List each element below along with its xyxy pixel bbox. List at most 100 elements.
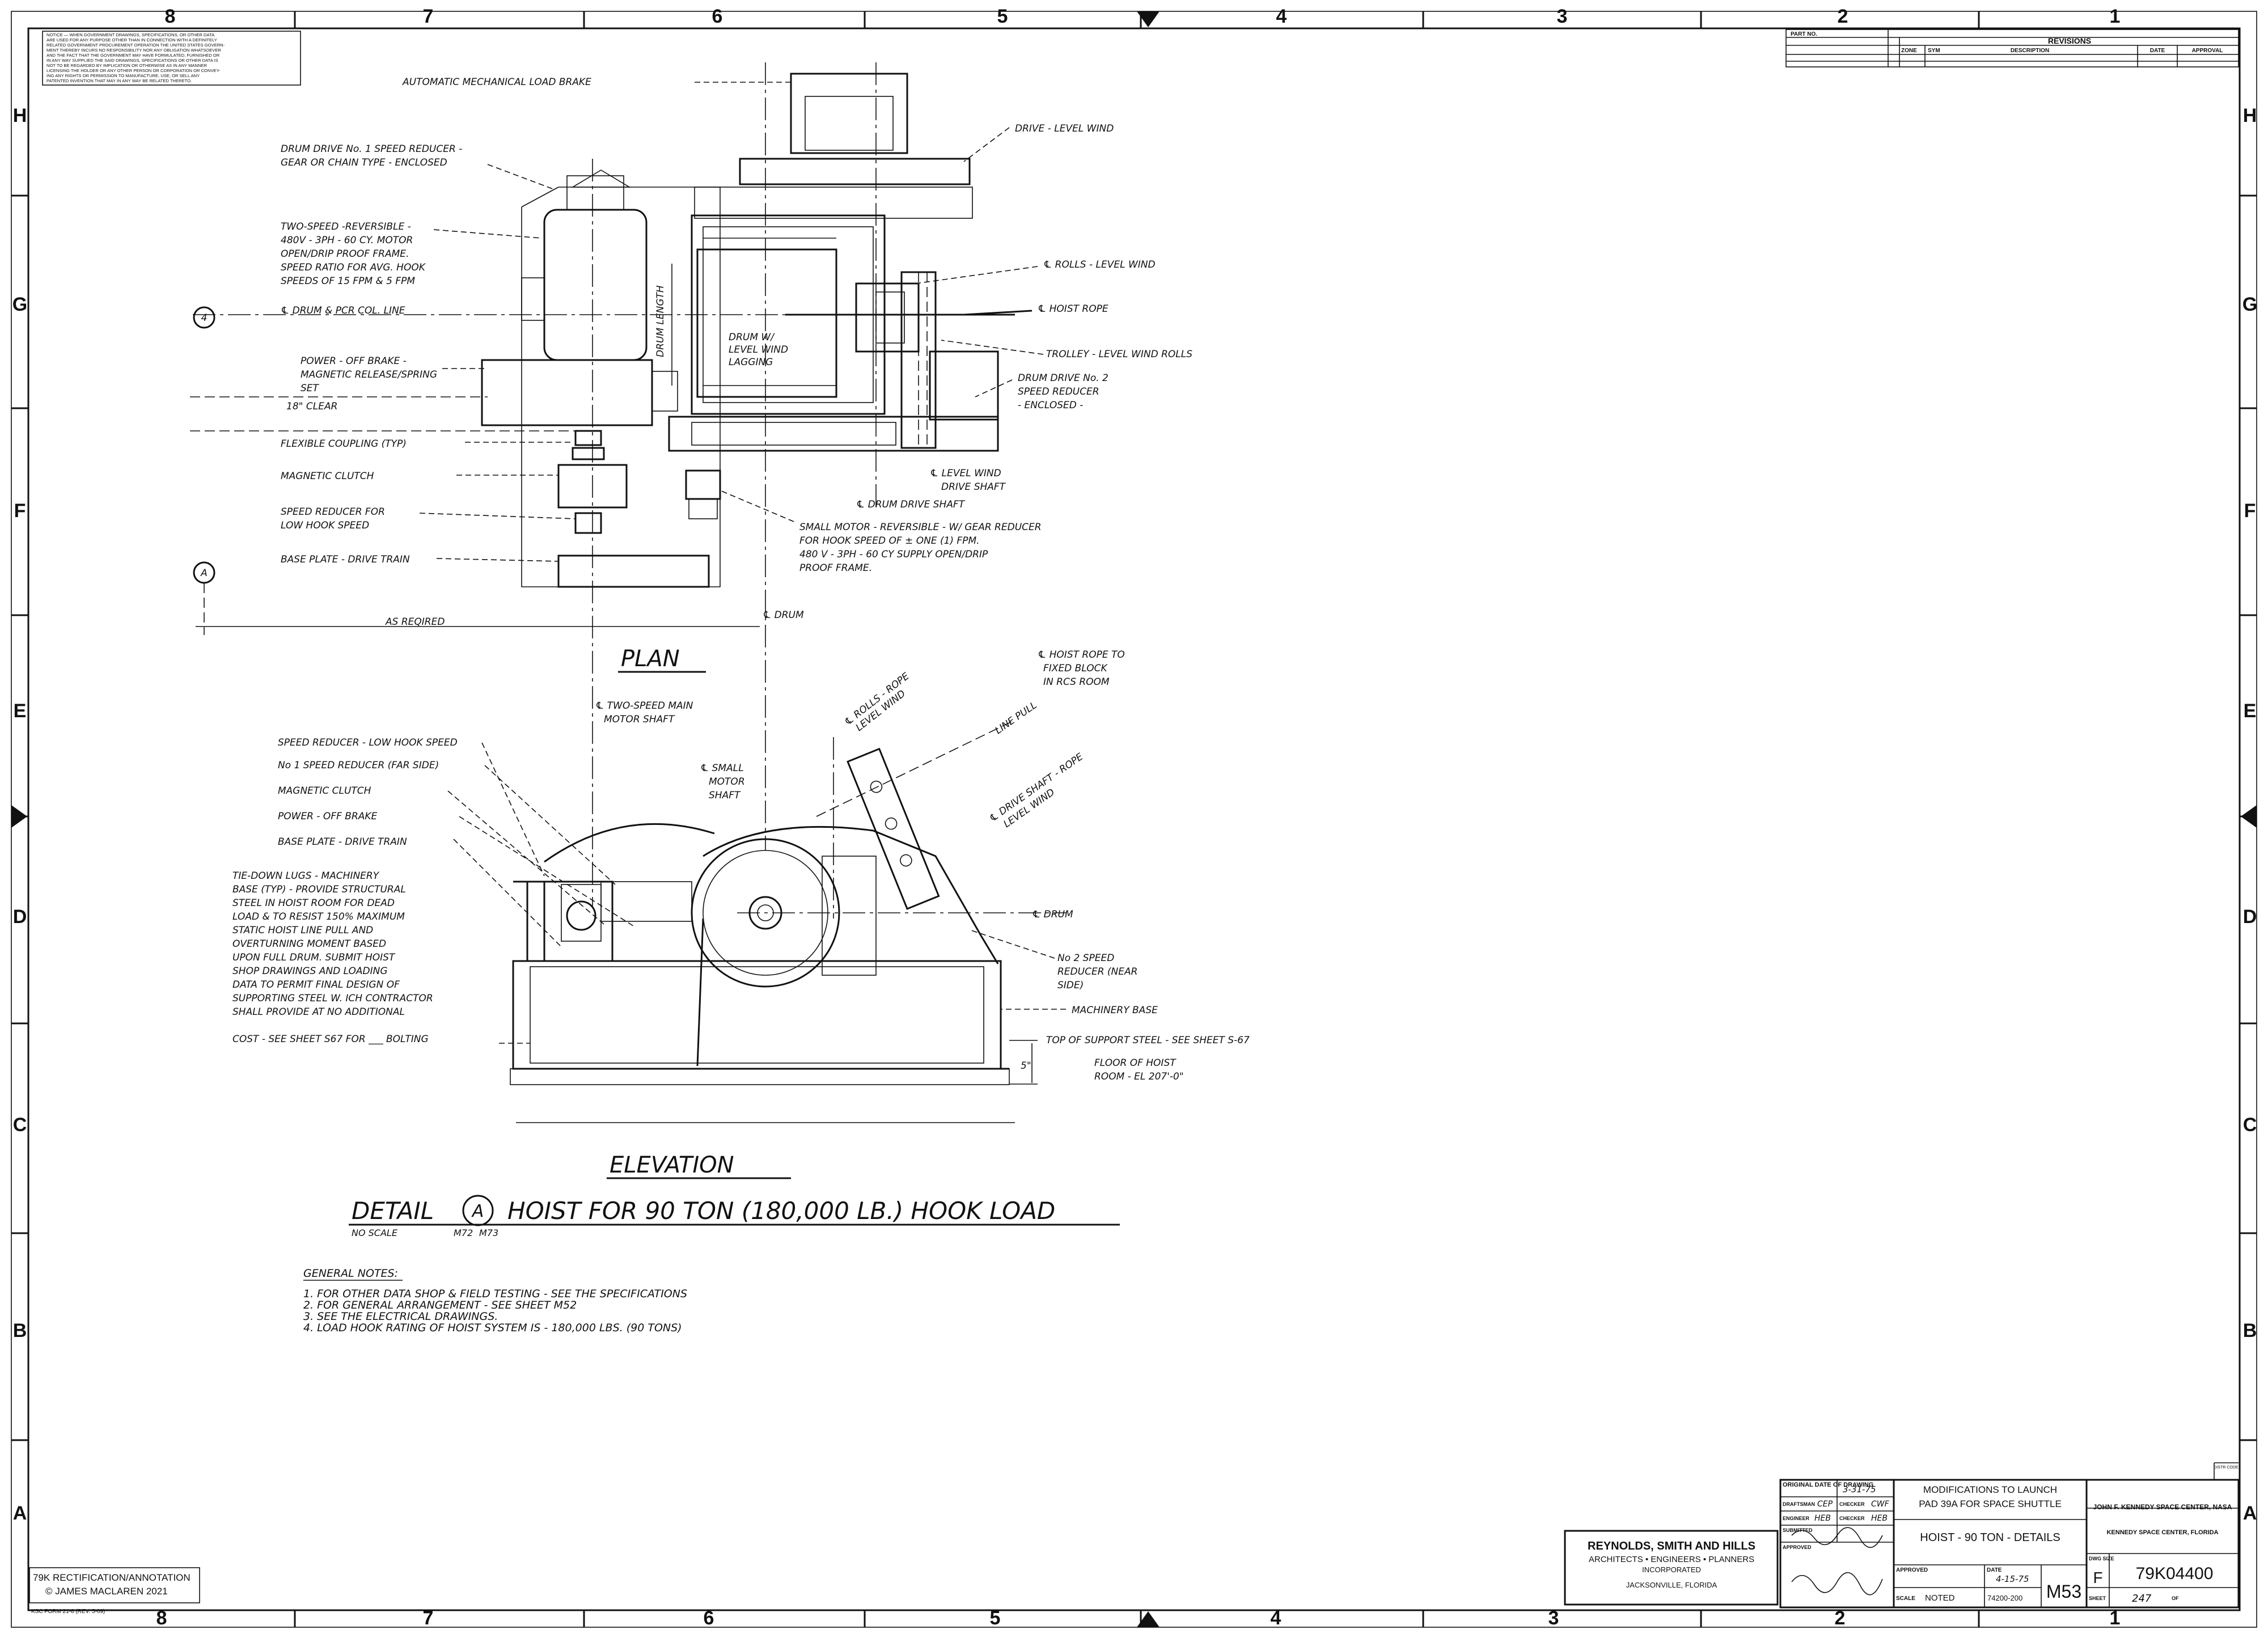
col-label-bottom: 8: [156, 1607, 167, 1629]
detail-ref: M72: [454, 1228, 473, 1238]
callout-hoist-rope-fixed: ℄ HOIST ROPE TO: [1038, 649, 1125, 661]
notice-line: NOT TO BE REGARDED BY IMPLICATION OR OTH…: [46, 63, 208, 68]
firm-line: JACKSONVILLE, FLORIDA: [1626, 1581, 1717, 1589]
col-label-bottom: 1: [2110, 1607, 2121, 1629]
col-label-top: 5: [997, 6, 1008, 27]
checker: CWF: [1871, 1500, 1890, 1509]
callout-flexible-coupling: FLEXIBLE COUPLING (TYP): [281, 438, 407, 450]
revisions-header: SYM: [1928, 48, 1940, 54]
date-label: DATE: [1987, 1567, 2002, 1573]
checker-label: CHECKER: [1839, 1516, 1865, 1521]
row-label-left: A: [13, 1502, 27, 1524]
callout-floor-hoist-room: FLOOR OF HOIST: [1094, 1057, 1177, 1069]
elevation-callouts: ℄ TWO-SPEED MAIN MOTOR SHAFT ℄ SMALL MOT…: [232, 649, 1250, 1082]
left-center-arrow: [11, 805, 27, 828]
annotation-line: 79K RECTIFICATION/ANNOTATION: [33, 1572, 191, 1583]
callout-drum-lagging: LEVEL WIND: [729, 344, 788, 355]
tie-down-note: UPON FULL DRUM. SUBMIT HOIST: [232, 952, 396, 963]
row-label-right: G: [2242, 294, 2257, 315]
project-line: MODIFICATIONS TO LAUNCH: [1923, 1484, 2057, 1495]
job-number: 74200-200: [1987, 1594, 2022, 1602]
drawing-number: 79K04400: [2136, 1564, 2214, 1583]
plan-view-drawing: [190, 62, 1033, 907]
government-notice-box: NOTICE — WHEN GOVERNMENT DRAWINGS, SPECI…: [42, 31, 301, 86]
draftsman: CEP: [1817, 1500, 1833, 1509]
callout-magnetic-clutch: MAGNETIC CLUTCH: [281, 471, 374, 482]
col-label-top: 8: [165, 6, 176, 27]
notice-line: ARE USED FOR ANY PURPOSE OTHER THAN IN C…: [46, 37, 217, 43]
distr-code-label: DISTR CODE: [2214, 1466, 2239, 1470]
col-label-bottom: 3: [1548, 1607, 1559, 1629]
drawing-border: [11, 11, 2257, 1628]
original-date-label: ORIGINAL DATE OF DRAWING: [1783, 1482, 1873, 1488]
detail-title: DETAIL A HOIST FOR 90 TON (180,000 LB.) …: [349, 1195, 1120, 1238]
col-label-top: 6: [712, 6, 723, 27]
callout-drum-drive-shaft: ℄ DRUM DRIVE SHAFT: [856, 499, 966, 510]
callout-no2-reducer: REDUCER (NEAR: [1057, 966, 1137, 977]
elevation-title: ELEVATION: [610, 1152, 734, 1178]
scale-label: SCALE: [1896, 1595, 1915, 1602]
grid-bubble: [193, 306, 215, 329]
general-notes: GENERAL NOTES: 1. FOR OTHER DATA SHOP & …: [303, 1267, 687, 1334]
callout-main-motor-shaft: MOTOR SHAFT: [604, 714, 675, 725]
callout-drum-length: DRUM LENGTH: [655, 285, 666, 357]
callout-small-motor-shaft: ℄ SMALL: [700, 763, 744, 774]
col-label-bottom: 4: [1271, 1607, 1281, 1629]
checker-label: CHECKER: [1839, 1501, 1865, 1507]
signature: [1791, 1572, 1883, 1595]
revisions-title: REVISIONS: [2048, 36, 2091, 45]
row-label-left: B: [13, 1320, 27, 1341]
tie-down-note: SHOP DRAWINGS AND LOADING: [232, 966, 388, 977]
callout-power-off-brake: POWER - OFF BRAKE -: [301, 355, 407, 367]
callout-no1-reducer: No 1 SPEED REDUCER (FAR SIDE): [278, 760, 439, 771]
callout-small-motor-shaft: MOTOR: [709, 776, 745, 788]
revisions-header: APPROVAL: [2192, 48, 2223, 54]
project-line: PAD 39A FOR SPACE SHUTTLE: [1919, 1499, 2062, 1509]
callout-clear: 18" CLEAR: [286, 401, 337, 412]
notice-line: LICENSING THE HOLDER OR ANY OTHER PERSON…: [46, 68, 221, 73]
notice-line: PATENTED INVENTION THAT MAY IN ANY WAY B…: [46, 78, 192, 83]
callout-hoist-rope: ℄ HOIST ROPE: [1038, 303, 1108, 315]
tie-down-note: DATA TO PERMIT FINAL DESIGN OF: [232, 979, 400, 991]
revisions-header: DATE: [2150, 48, 2165, 54]
approved-label: APPROVED: [1783, 1544, 1812, 1550]
scale-value: NOTED: [1925, 1593, 1955, 1603]
callout-machinery-base: MACHINERY BASE: [1072, 1005, 1158, 1016]
detail-scale: NO SCALE: [352, 1228, 398, 1238]
notice-line: MENT THEREBY INCURS NO RESPONSIBILITY NO…: [46, 48, 221, 53]
callout-level-wind-shaft: DRIVE SHAFT: [941, 481, 1006, 493]
dwg-size-label: DWG SIZE: [2089, 1556, 2114, 1561]
row-label-right: B: [2243, 1320, 2257, 1341]
sheet-number: 247: [2132, 1593, 2152, 1605]
callout-load-brake: AUTOMATIC MECHANICAL LOAD BRAKE: [402, 77, 591, 88]
col-label-bottom: 7: [423, 1607, 434, 1629]
part-no-label: PART NO.: [1791, 31, 1817, 37]
row-label-right: E: [2244, 700, 2257, 722]
callout-hoist-rope-fixed: IN RCS ROOM: [1043, 676, 1110, 688]
tie-down-note: OVERTURNING MOMENT BASED: [232, 938, 386, 950]
callout-power-off-brake-elev: POWER - OFF BRAKE: [278, 811, 378, 822]
callout-line-pull: LINE PULL: [993, 700, 1039, 737]
firm-line: ARCHITECTS • ENGINEERS • PLANNERS: [1589, 1555, 1754, 1564]
row-label-left: H: [13, 105, 27, 126]
row-label-right: H: [2243, 105, 2257, 126]
col-label-top: 4: [1276, 6, 1287, 27]
notes-heading: GENERAL NOTES:: [303, 1267, 398, 1280]
agency-line: KENNEDY SPACE CENTER, FLORIDA: [2106, 1529, 2218, 1536]
callout-drum-drive-2: DRUM DRIVE No. 2: [1018, 373, 1108, 384]
callout-motor: SPEEDS OF 15 FPM & 5 FPM: [281, 276, 415, 287]
col-label-bottom: 2: [1835, 1607, 1846, 1629]
callout-small-motor: PROOF FRAME.: [799, 562, 872, 574]
drawing-title: HOIST - 90 TON - DETAILS: [1920, 1531, 2060, 1544]
col-label-top: 1: [2110, 6, 2121, 27]
col-label-top: 7: [423, 6, 434, 27]
column-labels: 8 7 6 5 4 3 2 1 8 7 6 5 4 3 2 1: [156, 6, 2121, 1629]
callout-drum-drive-2: SPEED REDUCER: [1018, 386, 1099, 397]
callout-base-plate-elev: BASE PLATE - DRIVE TRAIN: [278, 836, 407, 848]
callout-drum: ℄ DRUM: [763, 610, 804, 621]
tie-down-note: STEEL IN HOIST ROOM FOR DEAD: [232, 898, 395, 909]
tie-down-note: TIE-DOWN LUGS - MACHINERY: [232, 870, 380, 882]
callout-power-off-brake: MAGNETIC RELEASE/SPRING: [301, 369, 437, 380]
col-label-bottom: 6: [704, 1607, 714, 1629]
